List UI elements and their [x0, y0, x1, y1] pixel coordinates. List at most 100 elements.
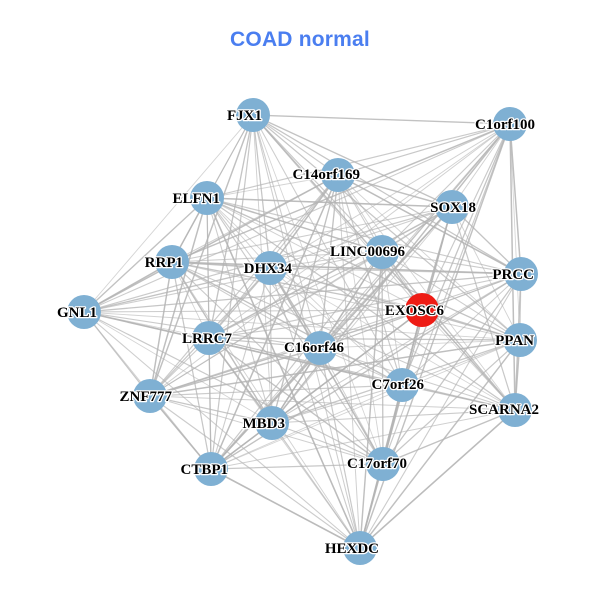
- graph-edge: [149, 339, 521, 397]
- graph-edge: [208, 251, 383, 339]
- graph-edge: [319, 347, 384, 465]
- graph-edge: [271, 273, 522, 424]
- graph-edge: [206, 197, 423, 311]
- graph-edge: [171, 261, 423, 311]
- graph-node-label-elfn1: ELFN1: [172, 191, 220, 207]
- graph-edge: [210, 114, 254, 470]
- graph-edge: [269, 267, 273, 424]
- graph-edge: [171, 261, 522, 275]
- graph-edge: [208, 337, 212, 470]
- graph-node-label-ctbp1: CTBP1: [180, 462, 228, 478]
- page-title: COAD normal: [230, 28, 370, 51]
- graph-node-znf777[interactable]: [133, 379, 167, 413]
- graph-node-c16orf46[interactable]: [303, 331, 337, 365]
- graph-edge: [252, 114, 321, 349]
- graph-edge: [359, 339, 521, 549]
- graph-node-mbd3[interactable]: [255, 406, 289, 440]
- graph-edge: [149, 395, 273, 424]
- graph-edge: [208, 337, 384, 465]
- graph-edge: [421, 309, 521, 341]
- graph-node-ppan[interactable]: [503, 323, 537, 357]
- graph-edge: [271, 422, 361, 549]
- graph-node-c7orf26[interactable]: [385, 368, 419, 402]
- graph-node-gnl1[interactable]: [67, 295, 101, 329]
- graph-edge: [271, 409, 516, 424]
- graph-node-label-prcc: PRCC: [492, 267, 534, 283]
- graph-edge: [381, 251, 384, 465]
- graph-edge: [206, 197, 522, 275]
- graph-node-label-c14orf169: C14orf169: [293, 167, 361, 183]
- graph-edge: [208, 123, 511, 339]
- graph-node-ctbp1[interactable]: [194, 452, 228, 486]
- graph-node-label-mbd3: MBD3: [243, 416, 286, 432]
- graph-edge: [271, 422, 384, 465]
- graph-edge: [382, 273, 522, 465]
- graph-edge: [83, 311, 384, 465]
- graph-node-c14orf169[interactable]: [321, 158, 355, 192]
- graph-edge: [83, 251, 383, 313]
- graph-edge: [206, 197, 273, 424]
- graph-edge: [252, 114, 511, 125]
- graph-edge: [206, 174, 339, 199]
- graph-edge: [269, 267, 403, 386]
- graph-edge: [149, 347, 321, 397]
- graph-node-c1orf100[interactable]: [493, 107, 527, 141]
- graph-node-label-ppan: PPAN: [495, 333, 534, 349]
- graph-edge: [381, 251, 516, 411]
- graph-edge: [252, 114, 522, 275]
- graph-node-sox18[interactable]: [435, 190, 469, 224]
- graph-edge: [210, 468, 361, 549]
- graph-edge: [381, 251, 521, 341]
- graph-node-linc00696[interactable]: [365, 235, 399, 269]
- graph-edge: [381, 123, 511, 253]
- graph-node-label-rrp1: RRP1: [145, 255, 183, 271]
- graph-edge: [171, 206, 453, 263]
- graph-node-exosc6[interactable]: [405, 293, 439, 327]
- graph-node-rrp1[interactable]: [155, 245, 189, 279]
- graph-edge: [83, 309, 423, 313]
- graph-edge: [271, 384, 403, 424]
- graph-edge: [509, 123, 521, 341]
- graph-node-label-exosc6: EXOSC6: [385, 303, 445, 319]
- graph-edge: [206, 197, 453, 208]
- nodes-layer[interactable]: [67, 98, 538, 565]
- graph-edge: [381, 251, 522, 275]
- graph-edge: [171, 261, 212, 470]
- graph-edge: [210, 409, 516, 470]
- graph-edge: [83, 267, 271, 313]
- graph-edge: [208, 337, 516, 411]
- graph-edge: [83, 123, 511, 313]
- graph-edge: [83, 311, 273, 424]
- graph-edge: [337, 174, 521, 341]
- graph-edge: [171, 261, 521, 341]
- graph-edge: [208, 337, 521, 341]
- graph-edge: [83, 174, 339, 313]
- graph-edge: [208, 337, 321, 349]
- graph-node-label-sox18: SOX18: [430, 200, 476, 216]
- graph-node-label-dhx34: DHX34: [244, 261, 293, 277]
- graph-node-c17orf70[interactable]: [366, 447, 400, 481]
- graph-edge: [382, 339, 521, 465]
- graph-edge: [83, 311, 361, 549]
- graph-node-fjx1[interactable]: [236, 98, 270, 132]
- graph-edge: [359, 409, 516, 549]
- graph-node-lrrc7[interactable]: [192, 321, 226, 355]
- graph-edge: [210, 384, 403, 470]
- graph-node-label-scarna2: SCARNA2: [469, 402, 539, 418]
- graph-edge: [401, 384, 516, 411]
- graph-edge: [83, 114, 254, 313]
- graph-edge: [319, 339, 521, 349]
- graph-edge: [252, 114, 453, 208]
- graph-edge: [208, 206, 453, 339]
- graph-edge: [149, 395, 361, 549]
- graph-node-prcc[interactable]: [504, 257, 538, 291]
- graph-node-hexdc[interactable]: [343, 531, 377, 565]
- graph-node-scarna2[interactable]: [498, 393, 532, 427]
- graph-node-label-lrrc7: LRRC7: [182, 331, 233, 347]
- graph-edge: [337, 174, 522, 275]
- graph-edge: [171, 261, 321, 349]
- graph-node-elfn1[interactable]: [190, 181, 224, 215]
- graph-node-dhx34[interactable]: [253, 251, 287, 285]
